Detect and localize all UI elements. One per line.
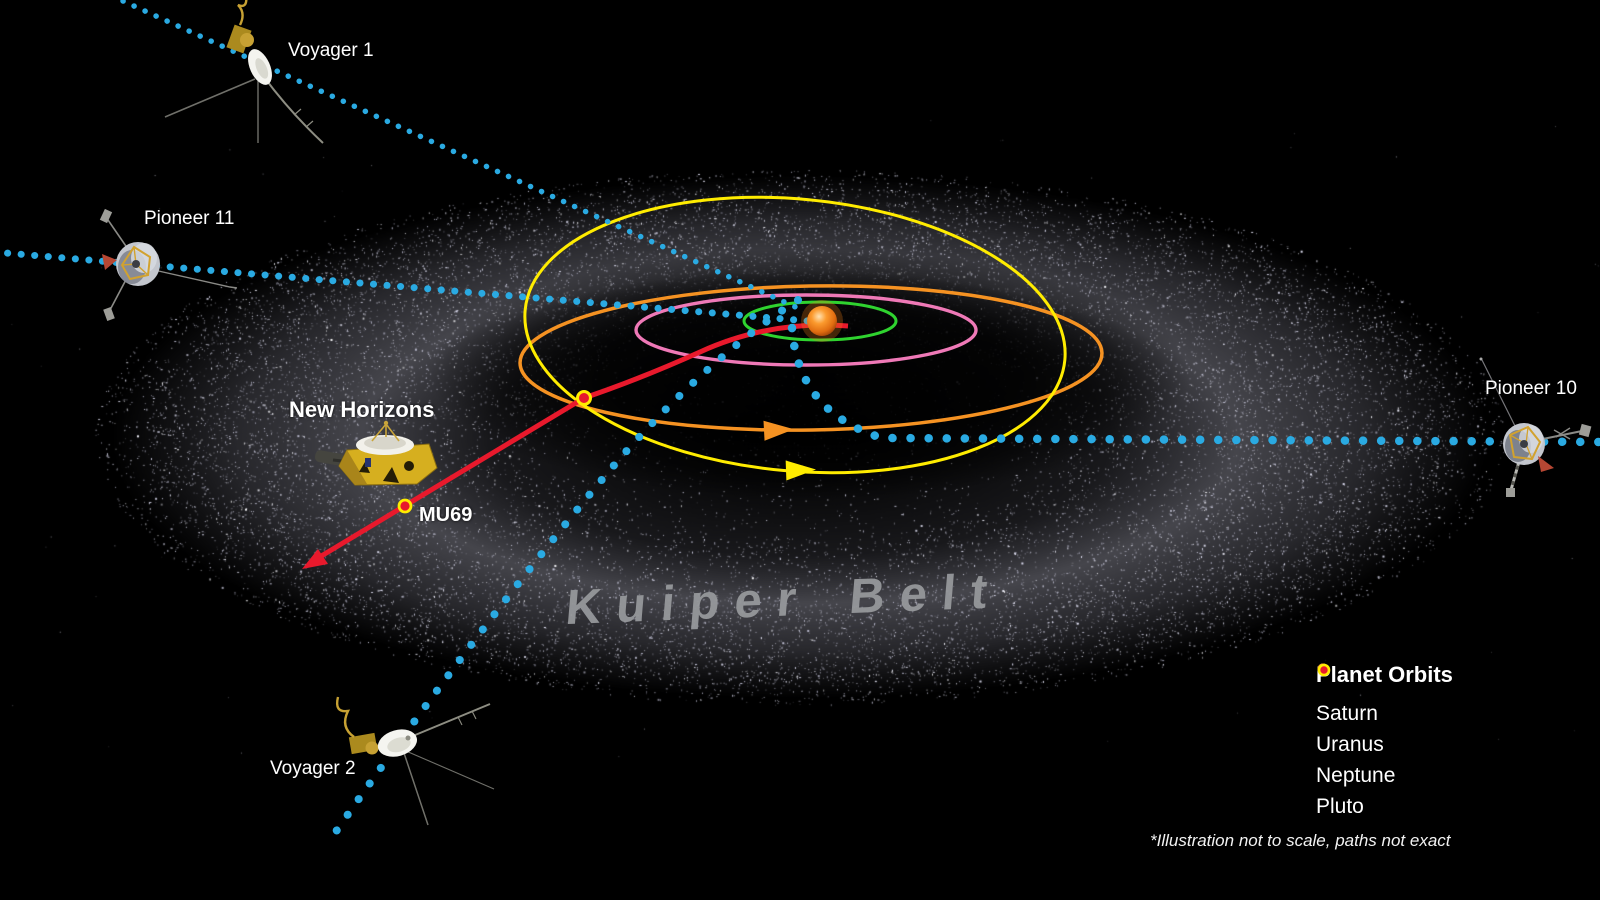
- label-new-horizons: New Horizons: [289, 397, 435, 422]
- sun: [807, 306, 837, 336]
- new-horizons-trajectory: [316, 322, 849, 561]
- legend-item-uranus: Uranus: [1316, 663, 1453, 760]
- orbit-uranus: [634, 293, 978, 367]
- label-pioneer-10: Pioneer 10: [1485, 378, 1577, 399]
- pluto-position-marker: [576, 390, 592, 406]
- legend-label-pluto: Pluto: [1316, 794, 1364, 818]
- legend-label-uranus: Uranus: [1316, 732, 1384, 756]
- voyager-2-icon: [335, 696, 495, 826]
- orbit-neptune: [518, 284, 1104, 432]
- new-horizons-trajectory-arrow: [302, 549, 328, 569]
- voyager-1-icon: [164, 0, 324, 144]
- legend-item-pluto: Pluto: [1316, 663, 1453, 822]
- pioneer-11-icon: [99, 208, 238, 322]
- legend-item-neptune: Neptune: [1316, 663, 1453, 791]
- legend-title: Planet Orbits: [1316, 662, 1453, 687]
- voyager-2-trajectory: [324, 296, 802, 847]
- legend-label-saturn: Saturn: [1316, 701, 1378, 725]
- label-pioneer-11: Pioneer 11: [144, 208, 235, 229]
- orbit-saturn: [742, 300, 898, 342]
- legend-label-neptune: Neptune: [1316, 763, 1396, 787]
- legend-item-saturn: Saturn: [1316, 663, 1453, 729]
- planet-orbits-legend: Planet Orbits Saturn Uranus Neptune Plut…: [1316, 662, 1453, 822]
- voyager-1-trajectory: [114, 0, 805, 313]
- new-horizons-icon: [314, 420, 438, 486]
- neptune-orbit-direction-arrow: [763, 420, 794, 441]
- label-voyager-1: Voyager 1: [288, 40, 374, 61]
- pioneer-10-trajectory: [787, 323, 1600, 447]
- orbit-pluto: [523, 195, 1067, 475]
- legend-footnote: *Illustration not to scale, paths not ex…: [1150, 831, 1451, 850]
- mu69-position-marker: [397, 498, 413, 514]
- pluto-orbit-direction-arrow: [785, 460, 816, 481]
- label-mu69: MU69: [419, 504, 473, 526]
- label-voyager-2: Voyager 2: [270, 758, 356, 779]
- pluto-orbit-swatch-icon: [1317, 663, 1331, 677]
- pioneer-10-icon: [1479, 357, 1592, 497]
